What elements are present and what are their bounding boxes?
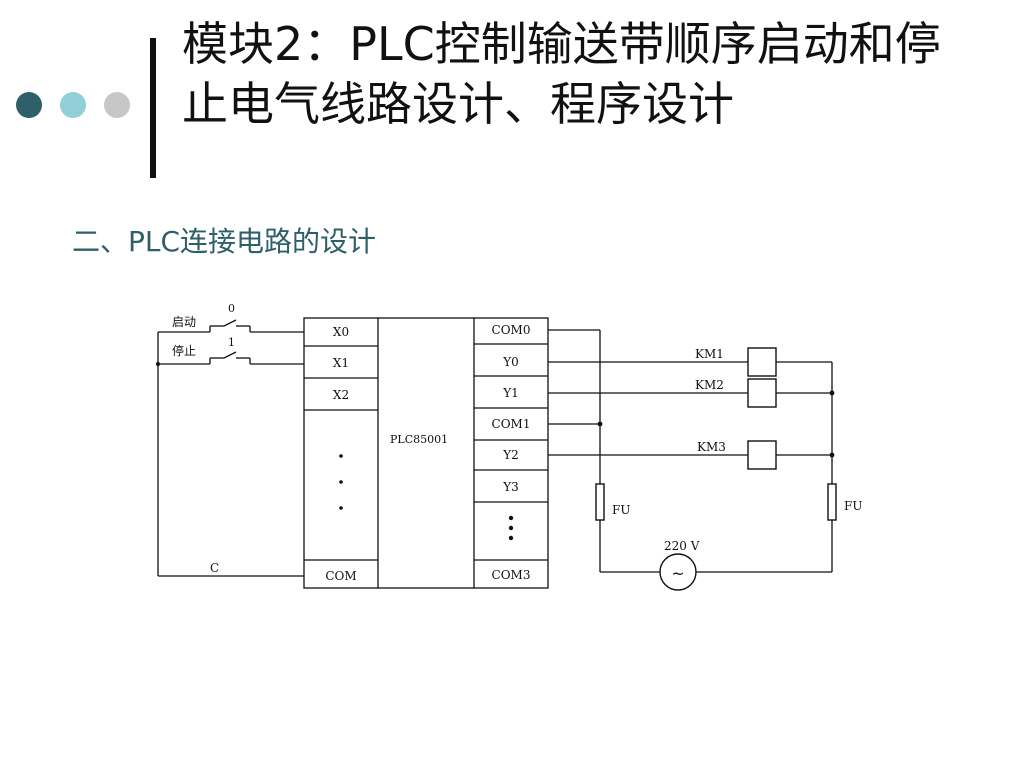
plc-model-label: PLC85001 (390, 433, 448, 446)
coil-km3-label: KM3 (697, 440, 726, 454)
input-common-label: C (210, 561, 219, 575)
plc-body (303, 317, 549, 589)
terminal-x0: X0 (333, 325, 349, 339)
fuse-right (827, 483, 837, 521)
start-switch-label: 启动 (172, 315, 196, 329)
fuse-left-label: FU (612, 503, 630, 517)
terminal-x1: X1 (333, 356, 349, 370)
coil-km3 (747, 440, 777, 470)
slide-title: 模块2：PLC控制输送带顺序启动和停止电气线路设计、程序设计 (182, 17, 941, 131)
terminal-com3: COM3 (492, 568, 531, 582)
wiring-svg: 启动 停止 0 1 C X0 X1 X2 COM PLC85001 COM0 Y… (156, 302, 862, 591)
stop-switch-label: 停止 (172, 343, 196, 358)
dot-grey (104, 92, 130, 118)
coil-km1-label: KM1 (695, 347, 724, 361)
dot-dark (16, 92, 42, 118)
dot-light-teal (60, 92, 86, 118)
fuse-right-label: FU (844, 499, 862, 513)
terminal-com: COM (325, 569, 356, 583)
terminal-x2: X2 (333, 388, 349, 402)
supply-voltage-label: 220 V (664, 539, 700, 553)
coil-km2-label: KM2 (695, 378, 724, 392)
terminal-y2: Y2 (502, 448, 519, 462)
ac-symbol: ~ (671, 564, 684, 583)
fuse-left (595, 483, 605, 521)
plc-wiring-diagram: 启动 停止 0 1 C X0 X1 X2 COM PLC85001 COM0 Y… (150, 296, 870, 600)
decorative-dots (16, 92, 136, 122)
contact-0-label: 0 (228, 302, 235, 315)
ac-source-icon (659, 553, 697, 591)
terminal-y3: Y3 (502, 480, 519, 494)
terminal-com1: COM1 (492, 417, 531, 431)
terminal-com0: COM0 (492, 323, 531, 337)
title-divider (150, 38, 156, 178)
slide-subtitle: 二、PLC连接电路的设计 (72, 225, 377, 258)
coil-km2 (747, 378, 777, 408)
terminal-y0: Y0 (502, 355, 519, 369)
contact-1-label: 1 (228, 336, 235, 349)
terminal-y1: Y1 (502, 386, 519, 400)
coil-km1 (747, 347, 777, 377)
